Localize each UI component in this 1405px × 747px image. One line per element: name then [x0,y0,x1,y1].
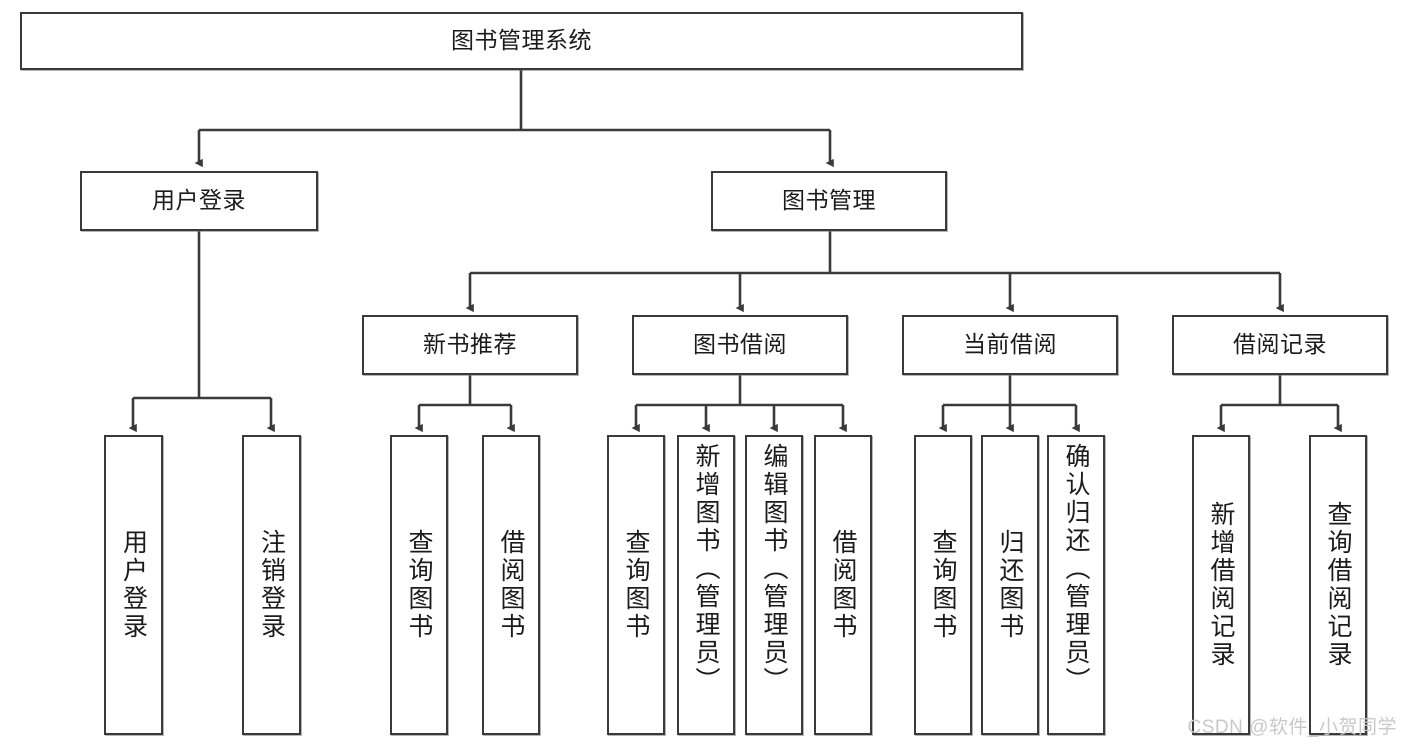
leaf-borrow-edit-book-admin[interactable]: 编辑图书（管理员） [745,435,803,735]
node-current-borrow-label: 当前借阅 [963,331,1057,358]
node-book-management-label: 图书管理 [782,187,876,214]
leaf-record-add-record[interactable]: 新增借阅记录 [1192,435,1250,735]
leaf-borrow-query-book[interactable]: 查询图书 [607,435,665,735]
node-borrow-record-label: 借阅记录 [1233,331,1327,358]
leaf-borrow-borrow-book[interactable]: 借阅图书 [814,435,872,735]
node-book-borrow[interactable]: 图书借阅 [632,315,848,375]
node-borrow-record[interactable]: 借阅记录 [1172,315,1388,375]
leaf-label: 确认归还（管理员） [1062,443,1090,695]
leaf-label: 借阅图书 [497,529,525,641]
leaf-current-return-book[interactable]: 归还图书 [981,435,1039,735]
node-new-book-recommend[interactable]: 新书推荐 [362,315,578,375]
node-book-borrow-label: 图书借阅 [693,331,787,358]
leaf-label: 查询借阅记录 [1324,501,1352,669]
leaf-label: 编辑图书（管理员） [760,443,788,695]
node-new-book-recommend-label: 新书推荐 [423,331,517,358]
leaf-record-query-record[interactable]: 查询借阅记录 [1309,435,1367,735]
leaf-label: 新增图书（管理员） [692,443,720,695]
csdn-watermark: CSDN @软件_小贺同学 [1187,717,1397,738]
leaf-label: 归还图书 [996,529,1024,641]
leaf-label: 查询图书 [929,529,957,641]
leaf-label: 借阅图书 [829,529,857,641]
leaf-user-login-signout[interactable]: 注销登录 [242,435,301,735]
leaf-recommend-borrow-book[interactable]: 借阅图书 [482,435,540,735]
node-book-management[interactable]: 图书管理 [711,171,947,231]
leaf-label: 查询图书 [405,529,433,641]
leaf-current-query-book[interactable]: 查询图书 [914,435,972,735]
leaf-label: 新增借阅记录 [1207,501,1235,669]
node-root-label: 图书管理系统 [451,27,592,54]
leaf-current-confirm-return-admin[interactable]: 确认归还（管理员） [1047,435,1105,735]
leaf-label: 用户登录 [119,529,148,641]
leaf-borrow-add-book-admin[interactable]: 新增图书（管理员） [677,435,735,735]
leaf-recommend-query-book[interactable]: 查询图书 [390,435,448,735]
node-user-login[interactable]: 用户登录 [80,171,318,231]
leaf-label: 查询图书 [622,529,650,641]
node-user-login-label: 用户登录 [152,187,246,214]
node-current-borrow[interactable]: 当前借阅 [902,315,1118,375]
leaf-user-login-signin[interactable]: 用户登录 [104,435,163,735]
node-root[interactable]: 图书管理系统 [20,12,1023,70]
leaf-label: 注销登录 [257,529,286,641]
